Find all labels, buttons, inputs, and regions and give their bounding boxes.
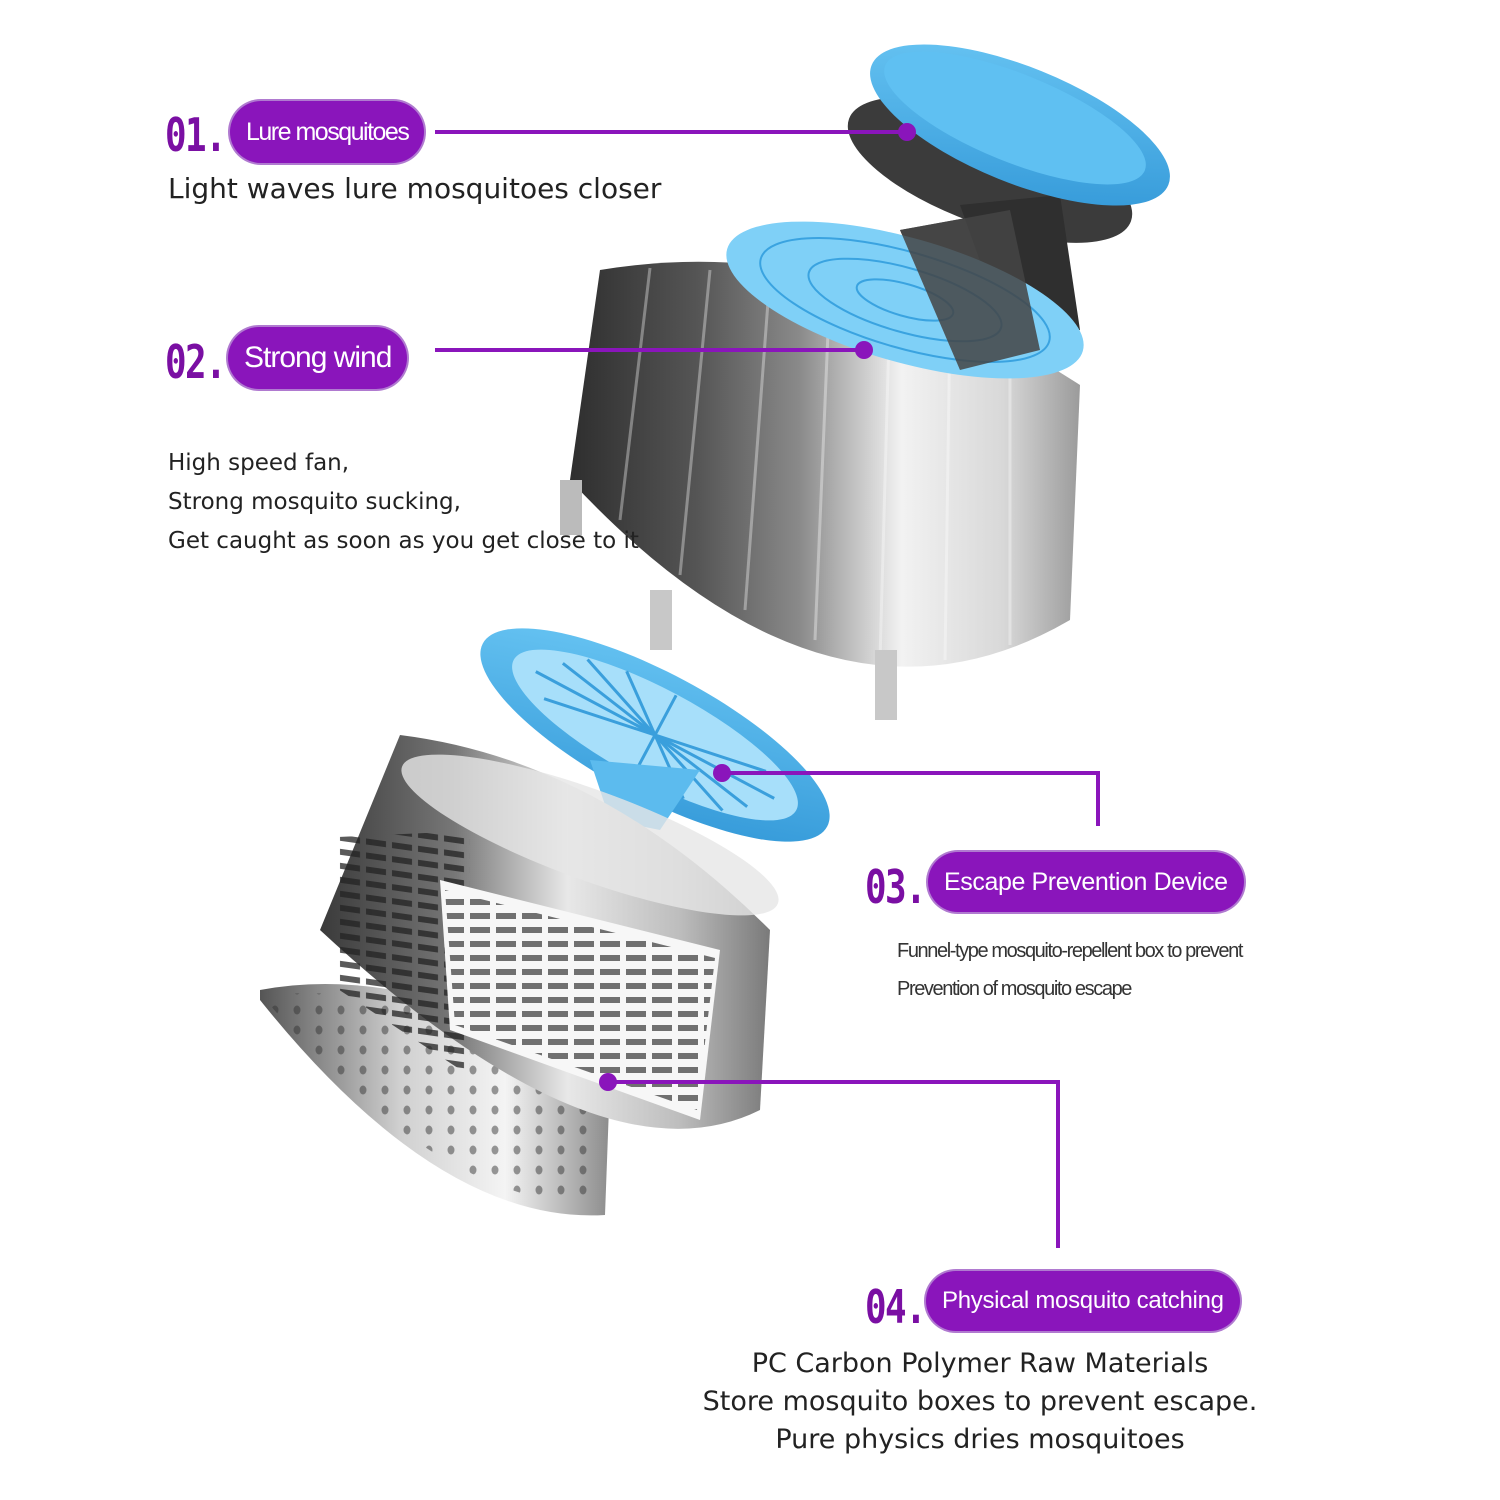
leader-dot-01: [898, 123, 916, 141]
callout-desc-04-line-1: PC Carbon Polymer Raw Materials: [751, 1348, 1209, 1379]
callout-title-escape-prevention-device: Escape Prevention Device: [928, 852, 1244, 912]
callout-desc-04-line-2: Store mosquito boxes to prevent escape.: [702, 1386, 1258, 1417]
callout-desc-02-line-3: Get caught as soon as you get close to i…: [168, 528, 639, 554]
leader-lines: [435, 130, 1100, 1248]
callout-desc-03: Funnel-type mosquito-repellent box to pr…: [897, 932, 1243, 1008]
leader-dots: [599, 123, 916, 1091]
mosquito-storage-box-part: [260, 735, 779, 1216]
callout-title-physical-mosquito-catching: Physical mosquito catching: [926, 1271, 1240, 1331]
callout-number-01: 01.: [165, 108, 227, 162]
callout-desc-02: High speed fan, Strong mosquito sucking,…: [168, 444, 639, 561]
leader-dot-02: [855, 341, 873, 359]
leader-line-03: [722, 771, 1100, 826]
callout-desc-04: PC Carbon Polymer Raw Materials Store mo…: [680, 1345, 1280, 1459]
leader-line-04: [608, 1080, 1060, 1248]
leader-dot-04: [599, 1073, 617, 1091]
callout-number-03: 03.: [865, 860, 927, 914]
callout-title-lure-mosquitoes: Lure mosquitoes: [230, 101, 425, 163]
upper-body-part: [560, 210, 1084, 720]
leader-dot-03: [713, 764, 731, 782]
callout-desc-03-line-1: Funnel-type mosquito-repellent box to pr…: [897, 940, 1243, 962]
callout-title-strong-wind: Strong wind: [228, 327, 408, 389]
callout-desc-02-line-1: High speed fan,: [168, 450, 350, 476]
callout-number-04: 04.: [865, 1280, 927, 1334]
callout-desc-03-line-2: Prevention of mosquito escape: [897, 978, 1132, 1000]
callout-desc-01-line-1: Light waves lure mosquitoes closer: [168, 172, 662, 205]
callout-desc-02-line-2: Strong mosquito sucking,: [168, 489, 461, 515]
callout-number-02: 02.: [165, 335, 227, 389]
callout-desc-04-line-3: Pure physics dries mosquitoes: [775, 1424, 1185, 1455]
callout-desc-01: Light waves lure mosquitoes closer: [168, 172, 661, 205]
